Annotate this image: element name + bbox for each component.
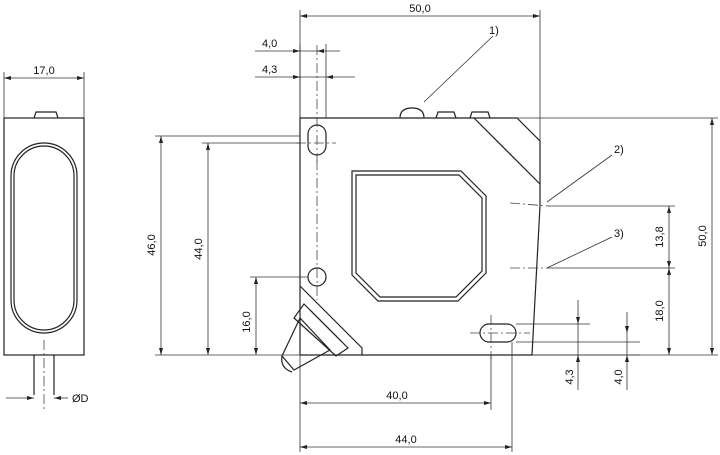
connector-nut: [293, 303, 349, 357]
callout-2-leader: [546, 154, 613, 203]
dim-right-bottom-a-label: 4,3: [564, 369, 576, 384]
dim-arrow: [4, 76, 11, 80]
callouts-group: 1) 2) 3): [423, 25, 624, 269]
dim-arrow: [159, 348, 163, 355]
callout-3-leader: [546, 236, 613, 269]
dim-side-width-label: 17,0: [33, 65, 54, 77]
dim-arrow: [576, 317, 580, 324]
optic-window-inner: [355, 174, 483, 298]
dim-arrow: [300, 401, 307, 405]
dim-right-lower-label: 18,0: [654, 300, 666, 321]
callout-3-label: 3): [614, 228, 624, 240]
dim-arrow: [77, 76, 84, 80]
dim-arrow: [300, 445, 307, 449]
top-button-2: [435, 111, 457, 119]
dim-arrow: [710, 118, 714, 125]
connector-chamfer: [299, 285, 363, 355]
dim-right-bottom-b-label: 4,0: [613, 369, 625, 384]
callout-1-label: 1): [489, 25, 499, 37]
dim-right-gap-label: 13,8: [654, 226, 666, 247]
beam-axis-upper: [509, 202, 549, 207]
dim-lower-hole-label: 16,0: [241, 311, 253, 332]
dim-arrow: [54, 396, 61, 400]
cable-connector: [281, 285, 363, 373]
dim-arrow: [317, 49, 324, 53]
dim-arrow: [533, 14, 540, 18]
dim-bottom-outer-label: 44,0: [395, 434, 416, 446]
callout-2-label: 2): [614, 144, 624, 156]
dimensions-group: 50,0 4,0 4,3 46,0 44,0 16,0: [146, 3, 718, 452]
side-view-top-button: [33, 111, 59, 119]
front-view-body: [299, 117, 541, 356]
dim-arrow: [667, 261, 671, 268]
dim-arrow: [206, 143, 210, 150]
side-view-body: [3, 117, 85, 356]
dim-arrow: [667, 348, 671, 355]
dim-left-inner-label: 44,0: [193, 238, 205, 259]
dim-arrow: [293, 49, 300, 53]
connector-body: [281, 316, 331, 371]
dim-arrow: [300, 14, 307, 18]
callout-1-leader: [423, 35, 494, 103]
dim-left-outer-label: 46,0: [146, 234, 158, 255]
side-view-window-inner: [13, 145, 75, 331]
dim-top-width-label: 50,0: [409, 3, 430, 15]
dim-hole-offset-b-label: 4,3: [262, 64, 277, 76]
dim-right-height-label: 50,0: [697, 225, 709, 246]
dim-arrow: [27, 396, 34, 400]
dim-arrow: [254, 348, 258, 355]
dim-arrow: [576, 355, 580, 362]
front-view-chamfer-line: [473, 117, 541, 185]
dim-hole-offset-a-label: 4,0: [262, 38, 277, 50]
top-button-1: [399, 107, 425, 119]
dim-arrow: [625, 326, 629, 333]
dim-arrow: [667, 206, 671, 213]
dim-bottom-inner-label: 40,0: [386, 390, 407, 402]
dim-arrow: [505, 445, 512, 449]
top-button-3: [469, 111, 491, 119]
dim-arrow: [710, 348, 714, 355]
dim-diameter-label: ØD: [72, 393, 89, 405]
dim-arrow: [326, 75, 333, 79]
side-view: 17,0 ØD: [3, 65, 89, 412]
dim-arrow: [625, 355, 629, 362]
side-view-window-outer: [10, 142, 78, 334]
dim-arrow: [484, 401, 491, 405]
dim-arrow: [254, 277, 258, 284]
dim-arrow: [159, 136, 163, 143]
connector-tip: [281, 355, 293, 373]
front-view: [281, 45, 549, 373]
optic-window-outer: [351, 170, 487, 302]
connector-nut-detail: [309, 309, 343, 343]
dim-arrow: [293, 75, 300, 79]
dim-arrow: [206, 348, 210, 355]
dim-arrow: [667, 268, 671, 275]
